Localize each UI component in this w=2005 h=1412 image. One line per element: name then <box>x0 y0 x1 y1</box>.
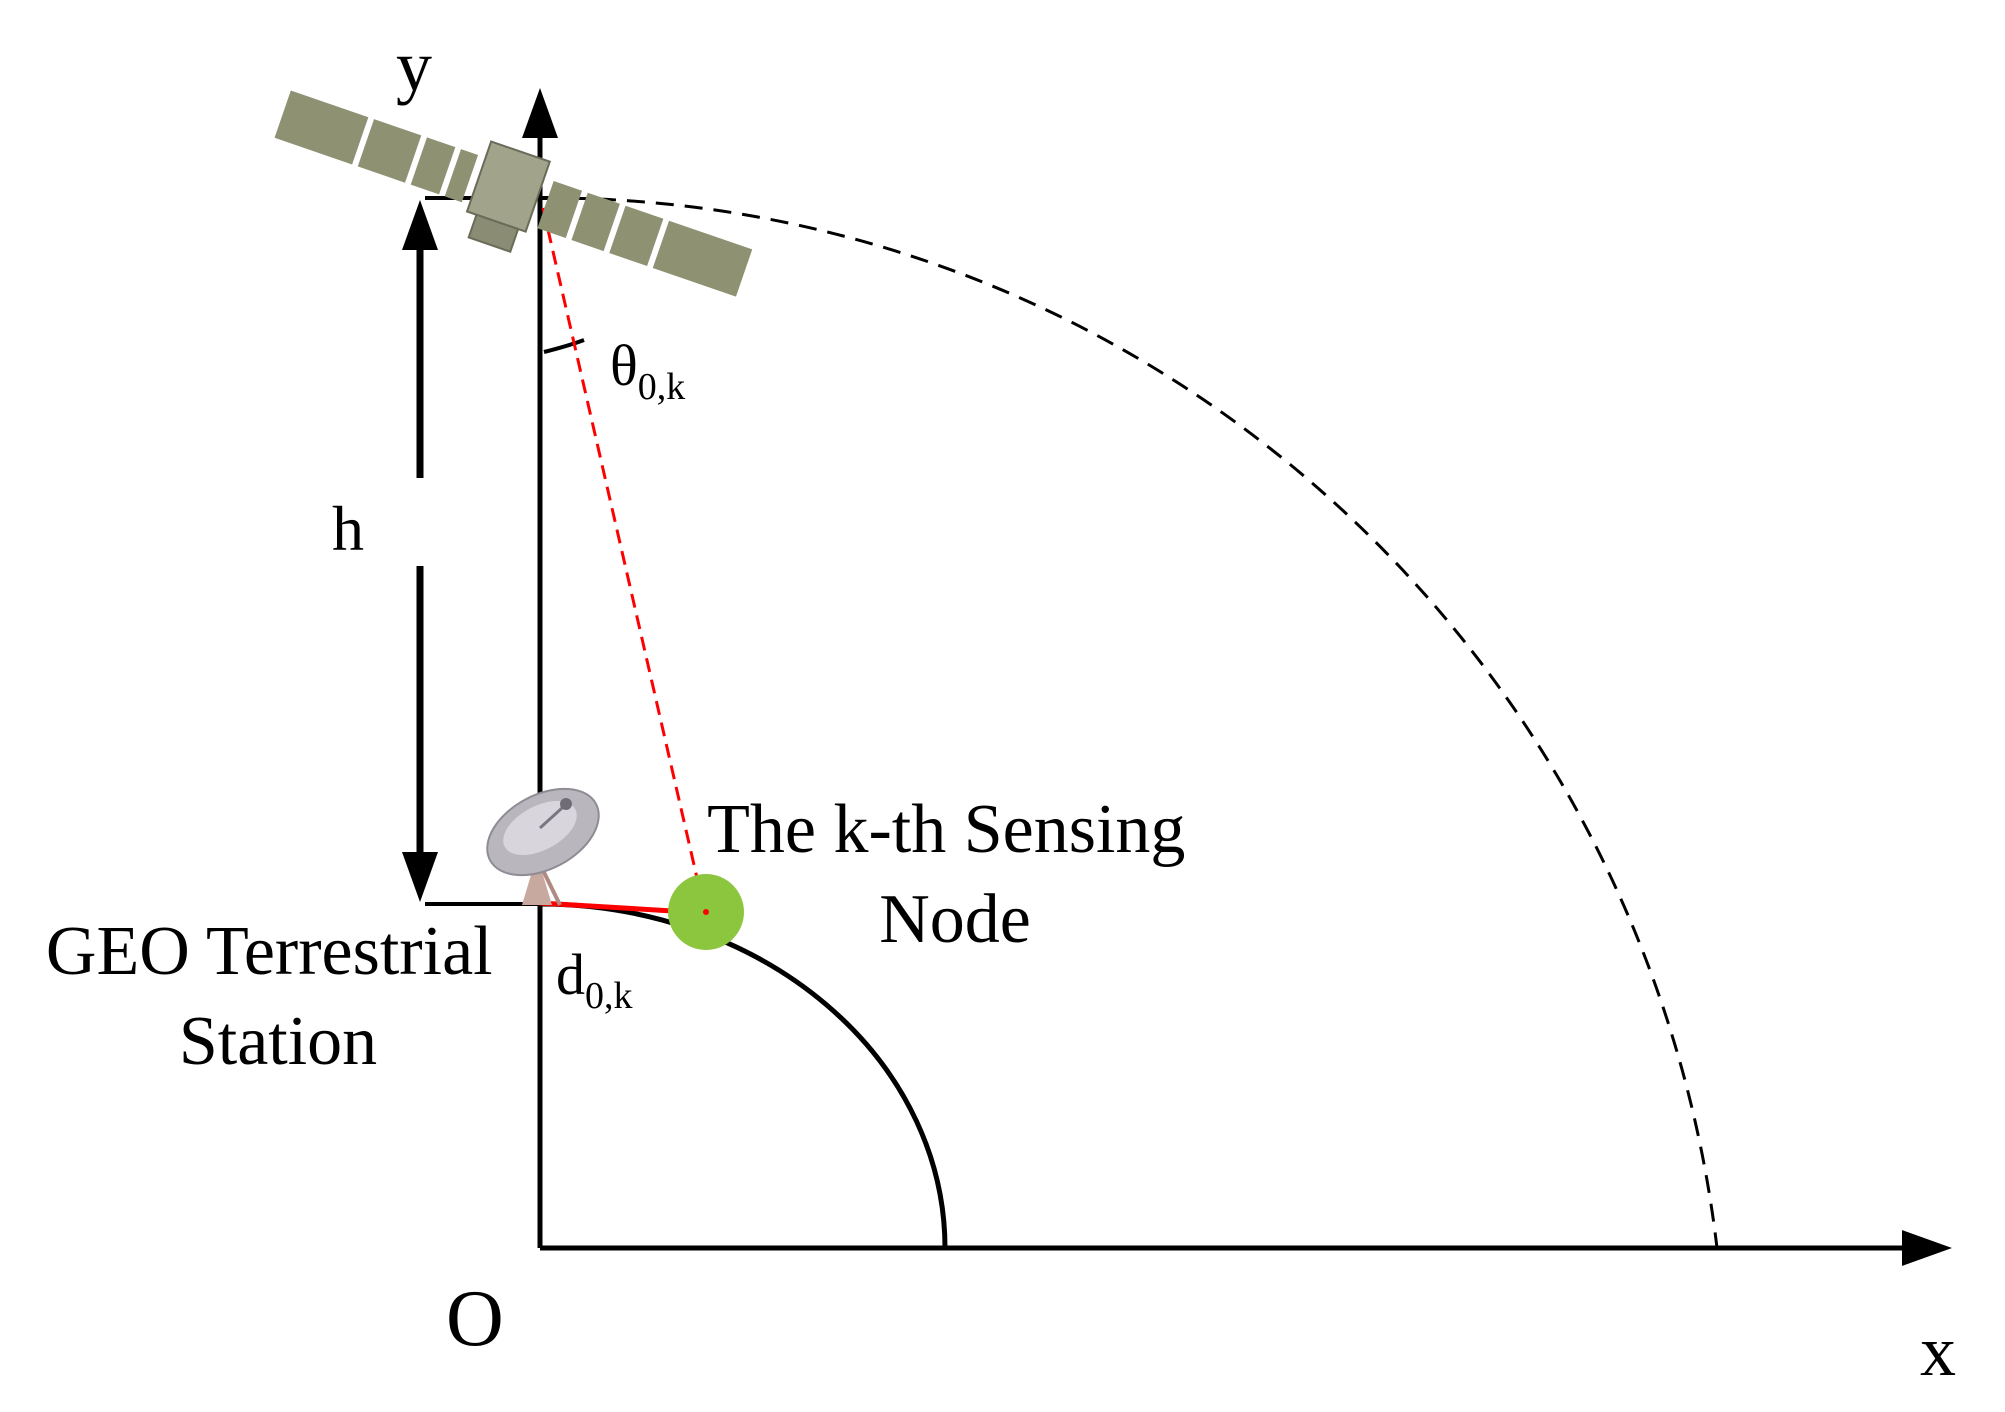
origin-label: O <box>446 1275 504 1363</box>
angle-arc <box>543 338 585 354</box>
ground-station-label-line2: Station <box>179 1003 377 1080</box>
angle-label: θ0,k <box>610 333 685 408</box>
earth-surface <box>539 901 948 1249</box>
sensing-node-label-line2: Node <box>879 881 1031 958</box>
ground-station-label: GEO Terrestrial Station <box>46 913 510 1080</box>
satellite-icon <box>274 90 753 297</box>
y-axis-arrowhead <box>522 88 558 138</box>
satellite-dish-icon <box>486 787 600 906</box>
satellite-node-link <box>541 207 705 905</box>
y-axis-label: y <box>396 26 432 106</box>
ground-station-label-line1: GEO Terrestrial <box>46 913 493 990</box>
height-arrow-top-head <box>402 200 438 250</box>
sensing-node-label-line1: The k-th Sensing <box>707 791 1185 868</box>
distance-symbol: d <box>556 942 585 1007</box>
sensing-node-label: The k-th Sensing Node <box>707 791 1203 958</box>
height-label: h <box>332 493 364 564</box>
distance-subscript: 0,k <box>585 975 633 1017</box>
x-axis-arrowhead <box>1902 1230 1952 1266</box>
x-axis-label: x <box>1920 1311 1956 1391</box>
height-arrow-bottom-head <box>402 852 438 902</box>
sensing-node-center <box>703 909 709 915</box>
angle-subscript: 0,k <box>638 366 686 408</box>
angle-symbol: θ <box>610 333 638 398</box>
distance-label: d0,k <box>556 942 633 1017</box>
satellite-orbit <box>539 196 1719 1249</box>
